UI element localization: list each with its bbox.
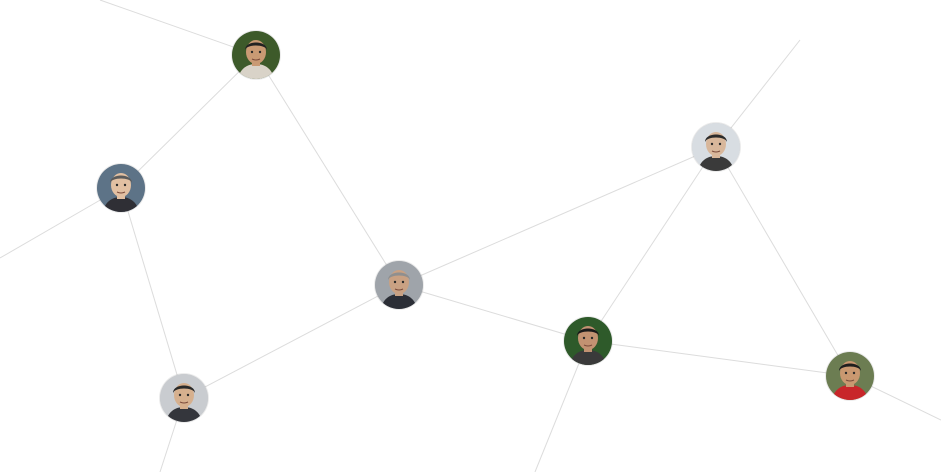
person-portrait-icon	[692, 123, 740, 171]
person-node-1[interactable]	[232, 31, 280, 79]
edge	[120, 54, 257, 189]
edge	[715, 146, 851, 377]
person-node-6[interactable]	[160, 374, 208, 422]
edge	[255, 54, 400, 286]
edge	[398, 284, 589, 342]
person-node-7[interactable]	[826, 352, 874, 400]
person-node-4[interactable]	[375, 261, 423, 309]
edge	[183, 284, 400, 399]
person-node-2[interactable]	[97, 164, 145, 212]
person-portrait-icon	[160, 374, 208, 422]
edge	[587, 340, 851, 377]
edge	[398, 146, 717, 286]
person-portrait-icon	[97, 164, 145, 212]
edge	[587, 146, 717, 342]
edge	[120, 187, 185, 399]
person-portrait-icon	[232, 31, 280, 79]
person-node-5[interactable]	[564, 317, 612, 365]
person-node-3[interactable]	[692, 123, 740, 171]
person-portrait-icon	[564, 317, 612, 365]
person-portrait-icon	[826, 352, 874, 400]
edge	[99, 0, 257, 56]
person-portrait-icon	[375, 261, 423, 309]
